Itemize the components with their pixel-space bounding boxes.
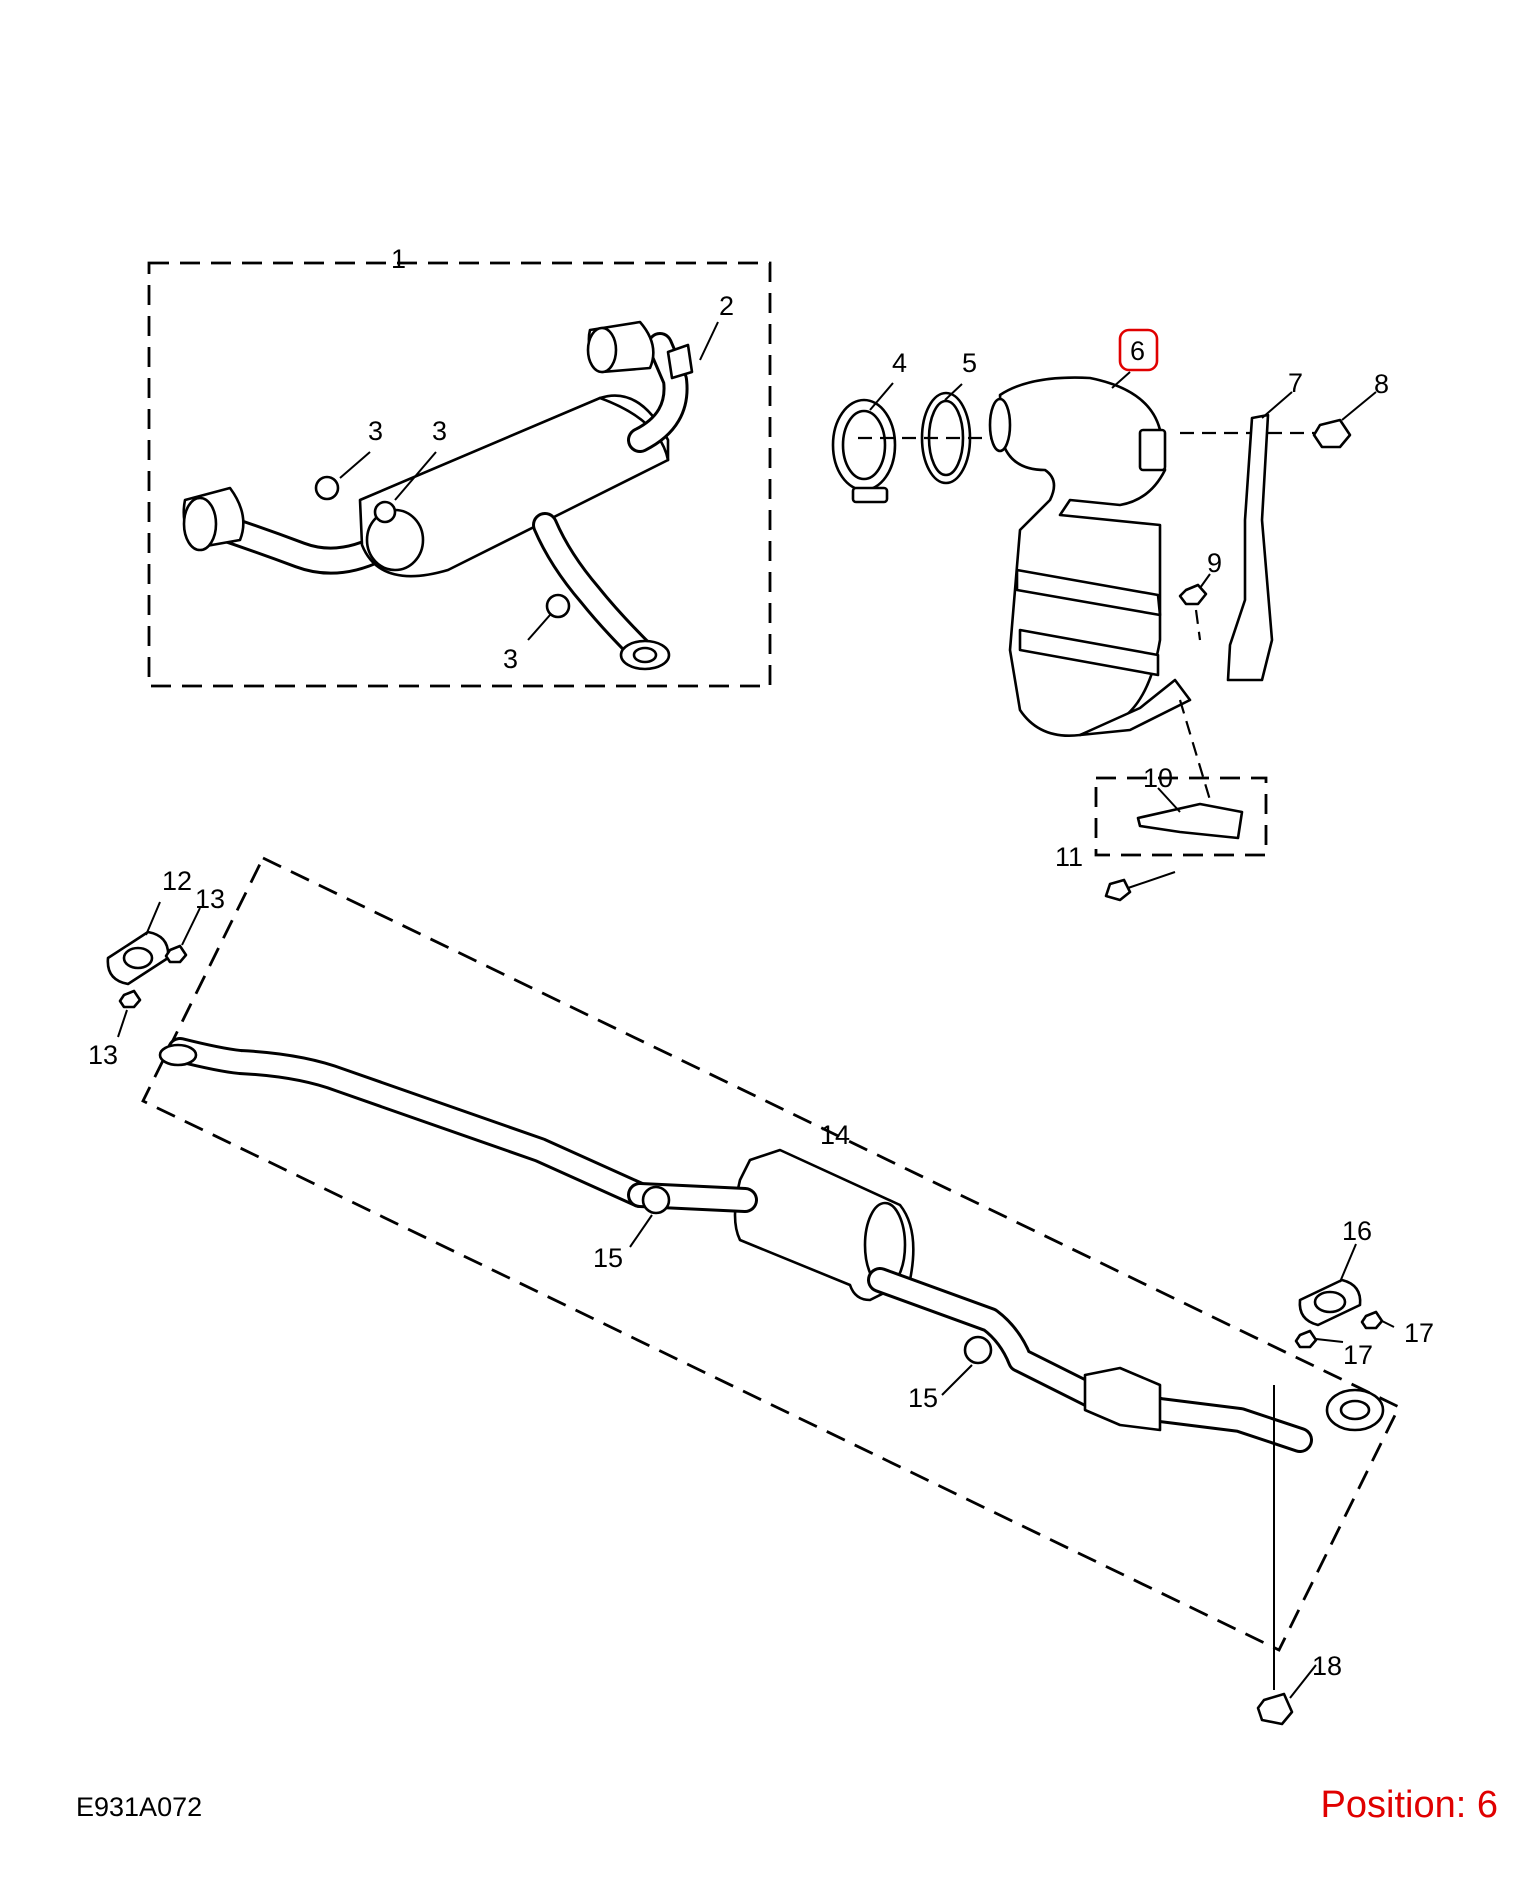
callout-5[interactable]: 5: [962, 348, 977, 378]
nut-17-upper: [1360, 1310, 1384, 1330]
callout-2[interactable]: 2: [719, 291, 734, 321]
callout-3-lower[interactable]: 3: [503, 644, 518, 674]
nut-8: [1312, 418, 1352, 449]
callout-11[interactable]: 11: [1055, 842, 1083, 872]
callout-3-left[interactable]: 3: [368, 416, 383, 446]
callout-13-lower[interactable]: 13: [88, 1040, 118, 1070]
nut-9: [1178, 583, 1208, 606]
callout-9[interactable]: 9: [1207, 548, 1222, 578]
callouts: 1 2 3 3 3 4 5 6 7 8 9 10 11 12 13 13 14 …: [88, 244, 1434, 1681]
bracket-7: [1226, 413, 1274, 682]
bracket-10: [1136, 802, 1244, 840]
callout-6[interactable]: 6: [1130, 336, 1145, 366]
callout-3-mid[interactable]: 3: [432, 416, 447, 446]
nut-17-lower: [1294, 1329, 1318, 1349]
callout-6-highlight: [1118, 328, 1159, 372]
leader-lines: [117, 321, 1395, 1699]
bracket-2: [666, 343, 694, 380]
callout-7[interactable]: 7: [1288, 368, 1303, 398]
callout-10[interactable]: 10: [1143, 763, 1173, 793]
intermediate-pipe-assembly[interactable]: [106, 856, 1401, 1726]
callout-15-front[interactable]: 15: [593, 1243, 623, 1273]
hanger-insulator-lower: [545, 593, 571, 619]
nut-13-lower: [118, 989, 142, 1009]
hanger-insulator-rear: [963, 1335, 993, 1365]
nut-13-upper: [164, 944, 188, 964]
callout-8[interactable]: 8: [1374, 369, 1389, 399]
catalytic-converter-group[interactable]: [831, 376, 1352, 902]
callout-16[interactable]: 16: [1342, 1216, 1372, 1246]
callout-14[interactable]: 14: [820, 1120, 850, 1150]
hanger-insulator-left: [314, 475, 340, 501]
callout-12[interactable]: 12: [162, 866, 192, 896]
bolt-18: [1256, 1692, 1294, 1726]
group-1-dashed-box: [147, 261, 772, 688]
position-indicator: Position: 6: [1320, 1784, 1498, 1826]
hanger-insulator-front: [641, 1185, 671, 1215]
flex-section: [1083, 1366, 1162, 1432]
callout-4[interactable]: 4: [892, 348, 907, 378]
callout-17-lower[interactable]: 17: [1343, 1340, 1373, 1370]
callout-18[interactable]: 18: [1312, 1651, 1342, 1681]
callout-13-upper[interactable]: 13: [195, 884, 225, 914]
group-14-dashed-box: [141, 856, 1401, 1652]
callout-17-upper[interactable]: 17: [1404, 1318, 1434, 1348]
callout-1[interactable]: 1: [391, 244, 406, 274]
hanger-insulator-mid: [373, 500, 397, 524]
diagram-code: E931A072: [76, 1792, 203, 1822]
callout-15-rear[interactable]: 15: [908, 1383, 938, 1413]
rear-muffler-assembly[interactable]: [147, 261, 772, 688]
bolt-11: [1104, 878, 1132, 902]
